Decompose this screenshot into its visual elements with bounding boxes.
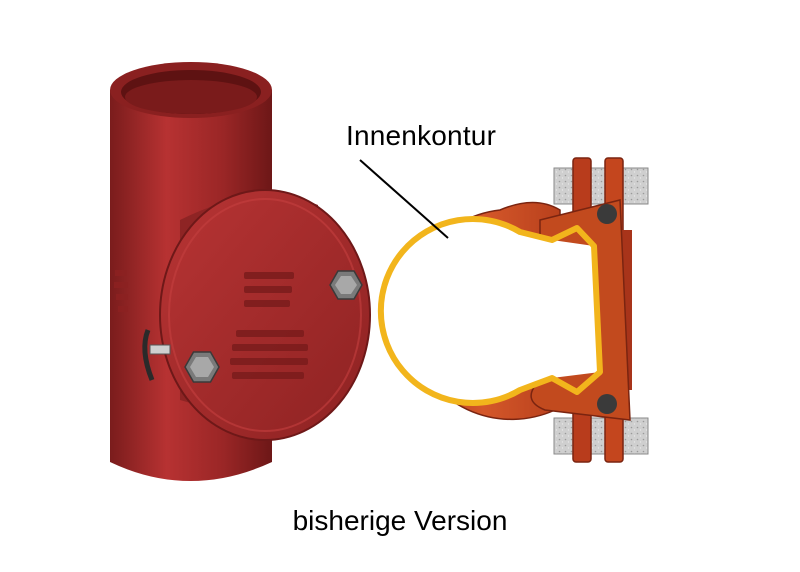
innenkontur-label: Innenkontur bbox=[346, 120, 497, 151]
seal-ring-icon bbox=[597, 394, 617, 414]
figure-caption: bisherige Version bbox=[292, 505, 508, 536]
gasket-bottom bbox=[553, 417, 649, 455]
hex-nut-icon bbox=[184, 351, 220, 383]
saddle-disc bbox=[159, 189, 371, 441]
clamp-bolt-icon bbox=[149, 344, 171, 355]
inner-contour-line bbox=[377, 216, 603, 406]
pipe-with-saddle-3d bbox=[110, 62, 371, 481]
clamp-strap bbox=[142, 329, 155, 381]
callout-leader bbox=[359, 159, 449, 239]
cross-section-view bbox=[359, 157, 649, 463]
gasket-top bbox=[553, 167, 649, 205]
seal-ring-icon bbox=[597, 204, 617, 224]
bore-inner bbox=[380, 219, 600, 404]
hex-nut-icon bbox=[329, 270, 363, 300]
